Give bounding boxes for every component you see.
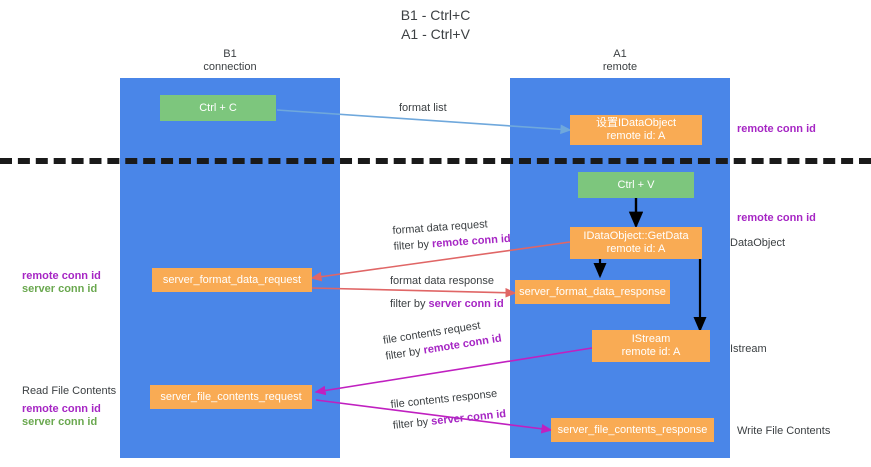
arrow-format-data-request <box>310 241 571 282</box>
box-server-format-data-response[interactable]: server_format_data_response <box>515 280 670 304</box>
label-right-istream: Istream <box>730 343 767 355</box>
label-format-list: format list <box>399 102 447 114</box>
section-divider <box>0 158 871 164</box>
arrow-file-contents-request <box>314 347 593 396</box>
box-set-dataobject[interactable]: 设置IDataObject remote id: A <box>570 115 702 145</box>
box-ctrl-v[interactable]: Ctrl + V <box>578 172 694 198</box>
label-right-dataobject: DataObject <box>730 237 786 249</box>
box-ctrl-v-label: Ctrl + V <box>617 178 655 191</box>
column-header-right: A1 remote <box>602 48 638 73</box>
box-idataobject-getdata[interactable]: IDataObject::GetData remote id: A <box>570 227 702 259</box>
box-server-file-contents-request-label: server_file_contents_request <box>160 390 302 403</box>
box-ctrl-c-label: Ctrl + C <box>199 101 237 114</box>
box-getdata-line2: remote id: A <box>606 243 666 255</box>
box-server-file-contents-request[interactable]: server_file_contents_request <box>150 385 312 409</box>
box-server-format-data-request[interactable]: server_format_data_request <box>152 268 312 292</box>
box-server-file-contents-response-label: server_file_contents_response <box>557 423 708 436</box>
column-header-left: B1 connection <box>203 48 257 73</box>
box-set-dataobject-line2: remote id: A <box>606 130 666 142</box>
label-format-data-response: format data response <box>390 275 494 287</box>
box-ctrl-c[interactable]: Ctrl + C <box>160 95 276 121</box>
label-left-read-file-contents: Read File Contents <box>22 385 117 397</box>
label-right-write-file-contents: Write File Contents <box>737 425 831 437</box>
label-left-bottom-server-conn-id: server conn id <box>22 416 98 428</box>
box-server-file-contents-response[interactable]: server_file_contents_response <box>551 418 714 442</box>
arrow-file-contents-response <box>315 399 553 434</box>
box-getdata-line1: IDataObject::GetData <box>583 230 689 242</box>
label-right-remote-conn-id-top: remote conn id <box>737 123 816 135</box>
label-format-data-request-filter-prefix: filter by <box>393 238 433 253</box>
label-left-server-conn-id: server conn id <box>22 283 98 295</box>
arrow-format-data-response <box>311 287 517 298</box>
box-set-dataobject-line1: 设置IDataObject <box>595 117 677 129</box>
box-istream-line2: remote id: A <box>621 346 681 358</box>
box-server-format-data-request-label: server_format_data_request <box>162 273 302 286</box>
label-left-remote-conn-id: remote conn id <box>22 270 101 282</box>
label-format-data-response-filter-key: server conn id <box>428 298 504 310</box>
box-server-format-data-response-label: server_format_data_response <box>519 285 666 298</box>
label-file-contents-response-filter-prefix: filter by <box>392 415 432 432</box>
diagram-title: B1 - Ctrl+C A1 - Ctrl+V <box>400 7 471 42</box>
label-right-remote-conn-id-mid: remote conn id <box>737 212 816 224</box>
label-format-data-response-filter-prefix: filter by <box>390 298 429 310</box>
box-istream-line1: IStream <box>631 333 671 345</box>
box-istream[interactable]: IStream remote id: A <box>592 330 710 362</box>
arrow-format-list <box>276 109 572 135</box>
label-left-bottom-remote-conn-id: remote conn id <box>22 403 101 415</box>
